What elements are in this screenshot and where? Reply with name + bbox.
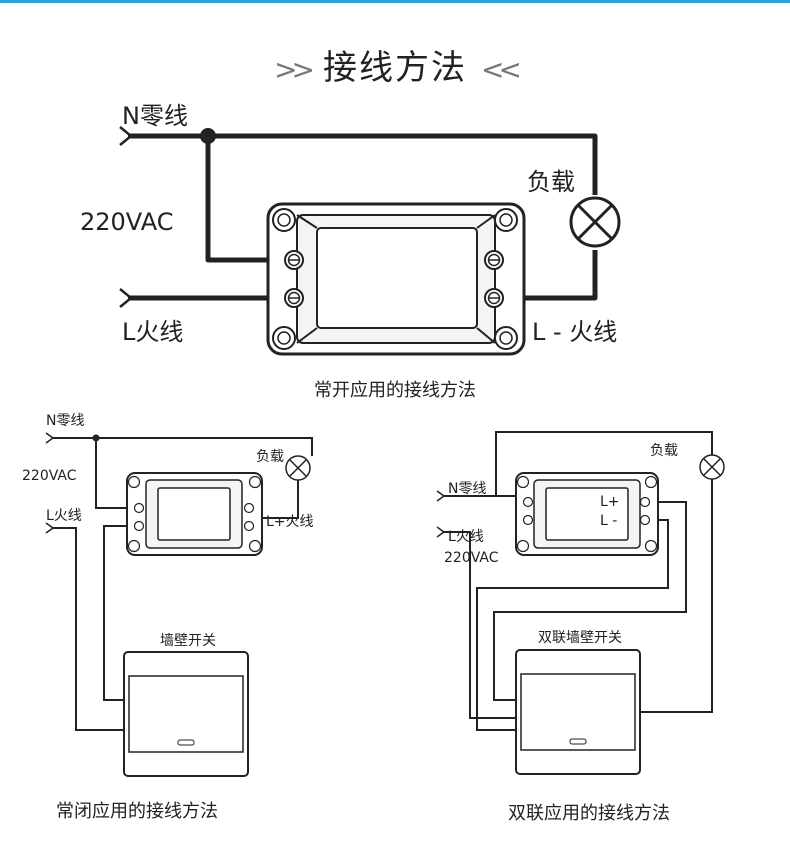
dual-switch-label: 双联墙壁开关	[538, 630, 622, 646]
main-output-label: L - 火线	[532, 318, 618, 346]
dual-load-label: 负载	[650, 443, 678, 459]
dual-wall-switch	[515, 649, 641, 775]
dual-lamp-to-switch-wire	[636, 479, 713, 713]
nc-load-label: 负载	[256, 449, 284, 465]
title-text: 接线方法	[323, 48, 467, 88]
main-load-lamp	[569, 196, 621, 248]
main-diagram	[119, 126, 621, 356]
nc-junction-dot	[92, 434, 100, 442]
dual-lminus-label: L -	[600, 513, 618, 529]
main-junction-dot	[200, 128, 216, 144]
main-relay-device	[266, 202, 526, 356]
nc-diagram	[45, 432, 313, 777]
nc-load-lamp	[285, 455, 311, 481]
nc-device-to-switch-wire	[103, 525, 127, 701]
page-title: >>接线方法 <<	[0, 40, 790, 89]
nc-voltage-label: 220VAC	[22, 468, 77, 484]
dual-live-arrow	[436, 526, 446, 538]
nc-live-wire	[52, 527, 127, 731]
dual-live-wire	[443, 531, 516, 719]
title-right-chevrons: <<	[481, 53, 522, 86]
dual-diagram	[436, 431, 725, 775]
nc-wall-switch	[123, 651, 249, 777]
title-left-chevrons: >>	[274, 53, 315, 86]
dual-caption: 双联应用的接线方法	[508, 803, 670, 824]
nc-switch-label: 墙壁开关	[160, 633, 216, 649]
main-voltage-label: 220VAC	[80, 208, 174, 236]
dual-lminus-wire	[476, 519, 669, 731]
nc-relay-device	[126, 472, 263, 556]
main-load-label: 负载	[527, 168, 575, 196]
dual-neutral-label: N零线	[448, 481, 487, 497]
nc-output-label: L+火线	[266, 514, 314, 530]
dual-live-label: L火线	[448, 529, 484, 545]
nc-live-label: L火线	[46, 508, 82, 524]
main-neutral-label: N零线	[122, 102, 188, 130]
dual-voltage-label: 220VAC	[444, 550, 499, 566]
nc-live-arrow	[45, 522, 55, 534]
dual-relay-device	[515, 472, 659, 556]
main-neutral-to-load-wire	[208, 133, 598, 195]
nc-neutral-label: N零线	[46, 413, 85, 429]
dual-lplus-label: L+	[600, 494, 620, 510]
dual-lplus-wire	[493, 501, 687, 701]
top-accent-line	[0, 0, 790, 3]
nc-neutral-drop-wire	[95, 438, 127, 509]
main-neutral-arrow	[119, 126, 133, 146]
main-caption: 常开应用的接线方法	[314, 380, 476, 401]
nc-neutral-wire	[52, 437, 313, 456]
dual-load-lamp	[699, 454, 725, 480]
main-neutral-wire	[128, 133, 268, 263]
main-live-label: L火线	[122, 318, 184, 346]
main-live-arrow	[119, 288, 133, 308]
dual-top-wire	[495, 431, 713, 496]
nc-caption: 常闭应用的接线方法	[56, 801, 218, 822]
nc-load-to-output-wire	[262, 480, 299, 519]
main-load-to-output-wire	[520, 250, 598, 301]
nc-neutral-arrow	[45, 432, 55, 444]
dual-neutral-arrow	[436, 490, 446, 502]
